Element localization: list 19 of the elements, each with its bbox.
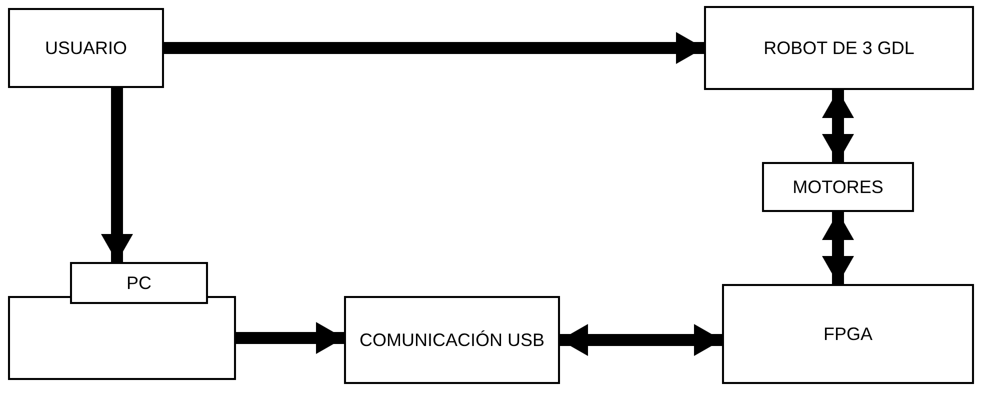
box-label: ROBOT DE 3 GDL [764, 36, 914, 60]
arrow [822, 212, 854, 284]
box-label: COMUNICACIÓN USB [359, 328, 544, 352]
arrow [560, 324, 722, 356]
process-box [344, 296, 560, 384]
box-label: FPGA [823, 322, 872, 346]
arrow [236, 322, 344, 354]
arrow [101, 88, 133, 262]
process-box [762, 162, 914, 212]
arrow [822, 90, 854, 162]
process-box [722, 284, 974, 384]
arrow [164, 32, 704, 64]
box-label: MOTORES [792, 176, 884, 199]
process-box [70, 262, 208, 304]
box-label: USUARIO [44, 36, 127, 60]
box-label: PC [126, 272, 152, 295]
empty-box [8, 296, 236, 380]
process-box [704, 6, 974, 90]
process-box [8, 8, 164, 88]
